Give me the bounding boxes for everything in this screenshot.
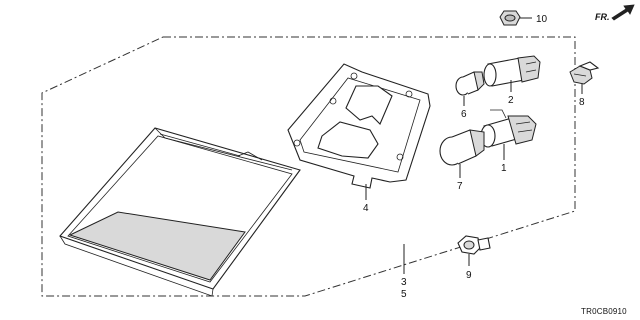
gasket: [287, 63, 431, 189]
nut-part: [499, 10, 521, 26]
leader-lines: [365, 17, 583, 274]
callout-8: 8: [579, 97, 585, 108]
callout-10: 10: [536, 14, 548, 25]
callout-1: 1: [501, 163, 507, 174]
callout-3: 3: [401, 277, 407, 288]
screw-part-9: [457, 235, 491, 255]
callout-6: 6: [461, 109, 467, 120]
front-direction-label: FR.: [595, 12, 610, 22]
callout-2: 2: [508, 95, 514, 106]
bulb-socket-part-1: [480, 109, 537, 148]
callout-7: 7: [457, 181, 463, 192]
bulb-part-7: [439, 129, 485, 166]
callout-5: 5: [401, 289, 407, 300]
bulb-part-6: [455, 71, 485, 96]
callout-4: 4: [363, 203, 369, 214]
clip-part-8: [569, 61, 600, 85]
taillight-housing: [59, 127, 301, 297]
front-arrow-icon: [611, 4, 635, 21]
diagram-code: TR0CB0910: [581, 307, 627, 316]
assembly-boundary-dashed: [41, 36, 576, 297]
front-direction-indicator: FR.: [595, 4, 635, 22]
bulb-socket-part-2: [483, 55, 541, 87]
callout-9: 9: [466, 270, 472, 281]
